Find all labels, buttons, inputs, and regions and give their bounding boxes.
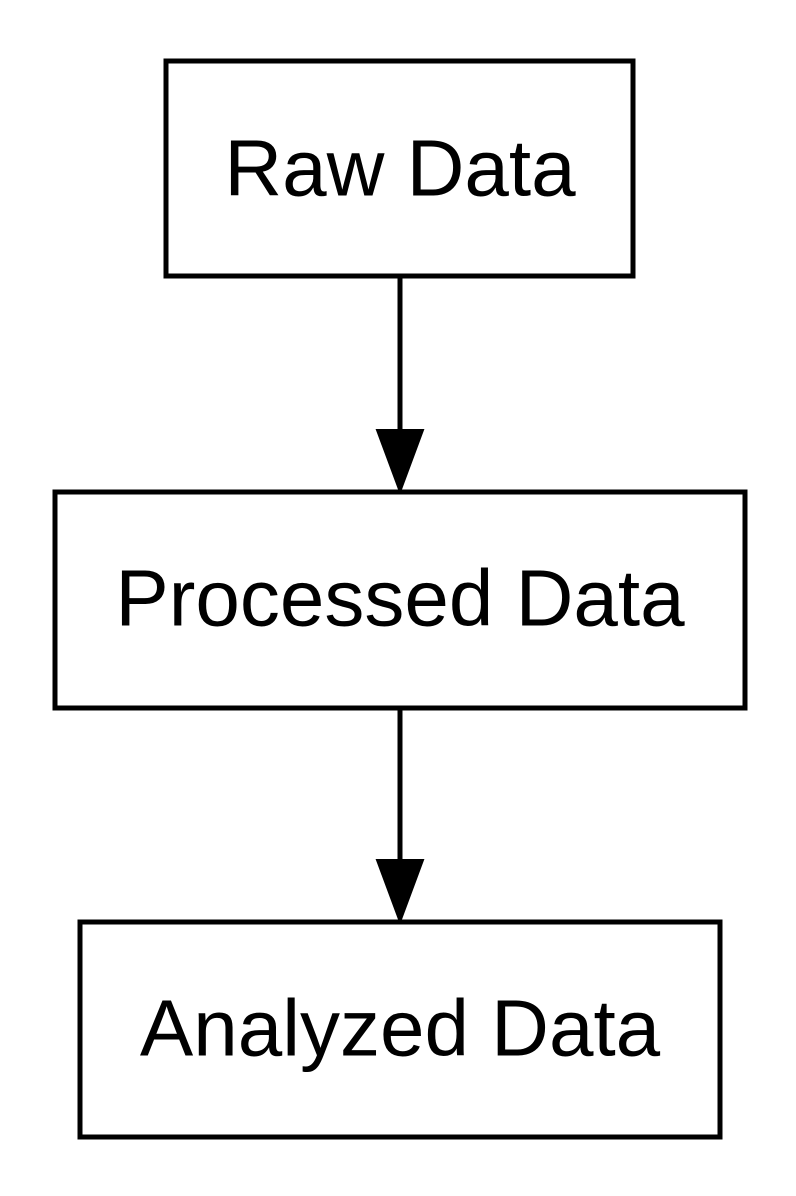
edge-processed-to-analyzed [375, 708, 425, 925]
arrowhead-icon [375, 429, 425, 495]
node-label: Analyzed Data [140, 984, 661, 1073]
edge-raw-to-processed [375, 276, 425, 495]
node-raw-data: Raw Data [163, 58, 636, 279]
node-processed-data: Processed Data [52, 489, 748, 711]
node-box [52, 489, 748, 711]
node-label: Raw Data [224, 124, 576, 213]
node-box [163, 58, 636, 279]
arrowhead-icon [375, 859, 425, 925]
node-box [77, 919, 723, 1140]
node-analyzed-data: Analyzed Data [77, 919, 723, 1140]
node-label: Processed Data [115, 554, 685, 643]
